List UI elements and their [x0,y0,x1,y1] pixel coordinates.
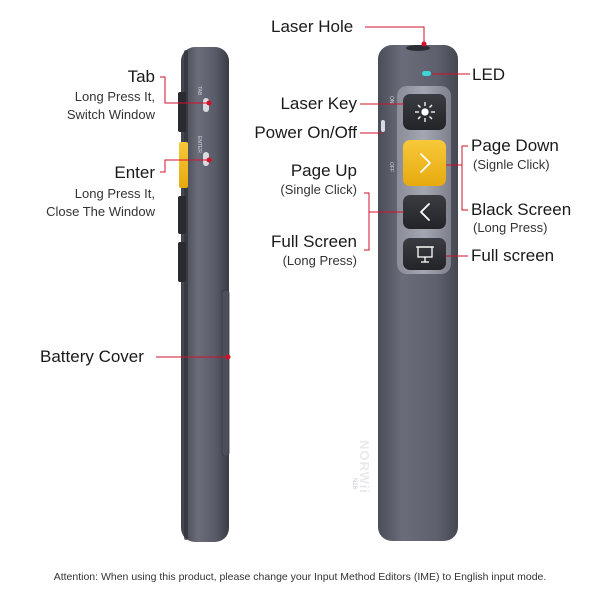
laser-hole [406,45,430,51]
side-text-on: ON [388,96,394,104]
laser-star-icon [415,102,435,122]
side-text-off: OFF [388,162,394,172]
side-button-3 [178,196,186,234]
led-indicator [422,71,431,76]
device-side-view [178,47,230,542]
side-text-tab: TAB [196,86,202,96]
label-page-down: Page Down [471,136,559,155]
label-full-screen-left-sub: (Long Press) [282,253,357,268]
page-up-button [403,195,446,229]
label-black-screen: Black Screen [471,200,572,219]
label-laser-key: Laser Key [280,94,357,113]
side-text-enter: ENTER [196,136,202,153]
label-led: LED [472,65,506,84]
tab-side-button [178,92,186,132]
label-enter-sub1: Long Press It, [74,186,155,201]
label-page-down-sub: (Signle Click) [473,157,550,172]
label-power: Power On/Off [254,123,357,142]
full-screen-button [403,238,446,270]
label-full-screen-left: Full Screen [271,232,357,251]
label-battery-cover: Battery Cover [40,347,144,366]
label-enter: Enter [114,163,155,182]
label-tab-sub2: Switch Window [66,107,155,122]
side-button-4 [178,242,186,282]
callout-lines [156,26,470,358]
label-laser-hole: Laser Hole [271,17,354,36]
chevron-right-icon [420,153,431,173]
label-enter-sub2: Close The Window [46,204,155,219]
model-text: N28 [351,478,357,490]
brand-logo-text: NORWii [357,440,372,495]
attention-note: Attention: When using this product, plea… [53,571,547,583]
label-tab-sub1: Long Press It, [74,89,155,104]
enter-side-button [179,142,188,188]
projector-screen-icon [416,246,434,263]
label-page-up-sub: (Single Click) [280,182,357,197]
callout-dots [206,41,427,360]
label-page-up: Page Up [290,161,357,180]
label-black-screen-sub: (Long Press) [473,220,548,235]
label-full-screen-right: Full screen [471,246,555,265]
page-down-button [403,140,446,186]
chevron-left-icon [420,203,430,221]
device-front-view [378,45,458,541]
label-tab: Tab [127,67,155,86]
